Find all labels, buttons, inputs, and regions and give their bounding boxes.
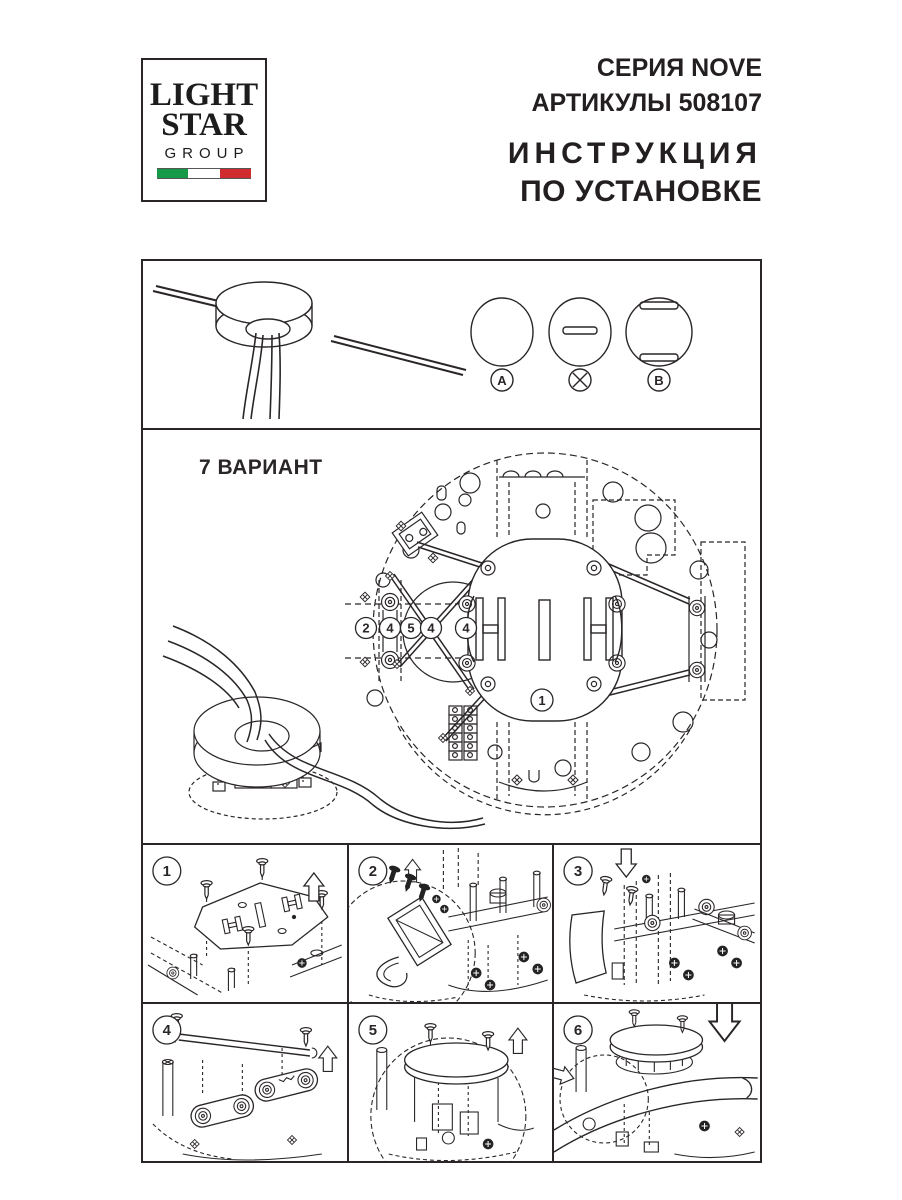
step-5-drawing: 5 xyxy=(357,1015,534,1161)
label-b: B xyxy=(654,373,663,388)
right-dashed-details xyxy=(592,499,746,701)
label-a: A xyxy=(497,373,507,388)
label-b-badge xyxy=(647,368,671,392)
scattered-holes xyxy=(366,472,718,777)
step-5-cell: 5 xyxy=(349,1004,555,1161)
up-arrow-icon xyxy=(318,1045,338,1072)
step-6-number: 6 xyxy=(574,1022,582,1039)
step-6-cell: 6 xyxy=(554,1004,760,1161)
step-3-badge xyxy=(563,856,594,886)
variant-title: 7 ВАРИАНТ xyxy=(199,456,323,479)
step-5-badge xyxy=(357,1015,388,1045)
articles-title: АРТИКУЛЫ 508107 xyxy=(531,89,762,117)
step-1-cell: 1 xyxy=(143,845,349,1004)
callout-4a: 4 xyxy=(386,621,394,636)
step-3-cell: 3 xyxy=(554,845,760,1004)
fastener-plain xyxy=(470,297,534,367)
label-a-badge xyxy=(490,368,514,392)
terminal-block xyxy=(448,705,478,761)
up-arrow-icon xyxy=(508,1027,528,1054)
step-3-drawing: 3 xyxy=(563,848,756,1002)
steps-grid: 1 xyxy=(141,843,762,1163)
big-down-arrow-icon xyxy=(708,1004,741,1042)
step-2-number: 2 xyxy=(368,863,376,880)
ceiling-canopy xyxy=(215,281,313,348)
logo-star: STAR xyxy=(161,106,247,143)
callout-4c: 4 xyxy=(462,621,470,636)
right-bracket xyxy=(688,596,706,682)
instruction-title-line2: ПО УСТАНОВКЕ xyxy=(520,175,762,208)
step-4-number: 4 xyxy=(163,1022,172,1039)
step-4-badge xyxy=(152,1015,182,1045)
step-4-cell: 4 xyxy=(143,1004,349,1161)
mount-options-drawing: A B xyxy=(152,281,693,420)
instruction-title-line1: ИНСТРУКЦИЯ xyxy=(507,137,762,170)
callout-4b: 4 xyxy=(427,621,435,636)
wires xyxy=(242,332,281,420)
fixture-base-outline xyxy=(372,452,718,816)
logo-light: LIGHT xyxy=(149,77,259,114)
step-6-badge xyxy=(563,1015,594,1045)
callout-2: 2 xyxy=(362,621,369,636)
step-5-number: 5 xyxy=(368,1022,376,1039)
callout-badges xyxy=(354,616,554,712)
tilted-bracket xyxy=(391,511,439,557)
callout-1: 1 xyxy=(538,693,545,708)
document-titles: СЕРИЯ NOVE АРТИКУЛЫ 508107 ИНСТРУКЦИЯ ПО… xyxy=(380,56,762,209)
step-2-badge xyxy=(357,856,388,886)
step-4-drawing: 4 xyxy=(152,1012,338,1161)
lightstar-logo: LIGHT STAR GROUP xyxy=(141,58,267,202)
series-title: СЕРИЯ NOVE xyxy=(596,54,762,82)
fastener-two-slots xyxy=(625,297,693,367)
content: A B 7 ВАРИАНТ xyxy=(141,259,762,1163)
step-3-number: 3 xyxy=(574,863,582,880)
mount-options-panel: A B xyxy=(141,259,762,430)
variant-panel: 7 ВАРИАНТ xyxy=(141,428,762,845)
step-1-drawing: 1 xyxy=(147,856,342,996)
top-channel xyxy=(496,460,588,538)
side-arrow-icon xyxy=(554,1062,578,1088)
plate-h-slots xyxy=(466,595,623,663)
logo-group: GROUP xyxy=(164,144,250,162)
variant-diagram: 2 4 5 4 4 1 xyxy=(162,452,746,829)
plate-screws xyxy=(480,560,602,692)
canopy-wires xyxy=(162,625,486,829)
step-1-number: 1 xyxy=(163,863,171,880)
crossed-circle-icon xyxy=(568,368,592,392)
fastener-one-slot xyxy=(548,297,612,367)
callout-5: 5 xyxy=(407,621,414,636)
step-1-badge xyxy=(152,856,182,886)
down-arrow-icon xyxy=(615,848,638,878)
step-6-drawing: 6 xyxy=(554,1004,759,1159)
bottom-channel xyxy=(496,722,588,802)
mounting-plate xyxy=(458,538,626,722)
canopy-exploded-drawing xyxy=(162,625,486,829)
italian-flag-icon xyxy=(157,167,251,179)
step-2-drawing: 2 xyxy=(348,848,551,1002)
step-2-cell: 2 xyxy=(348,845,555,1004)
